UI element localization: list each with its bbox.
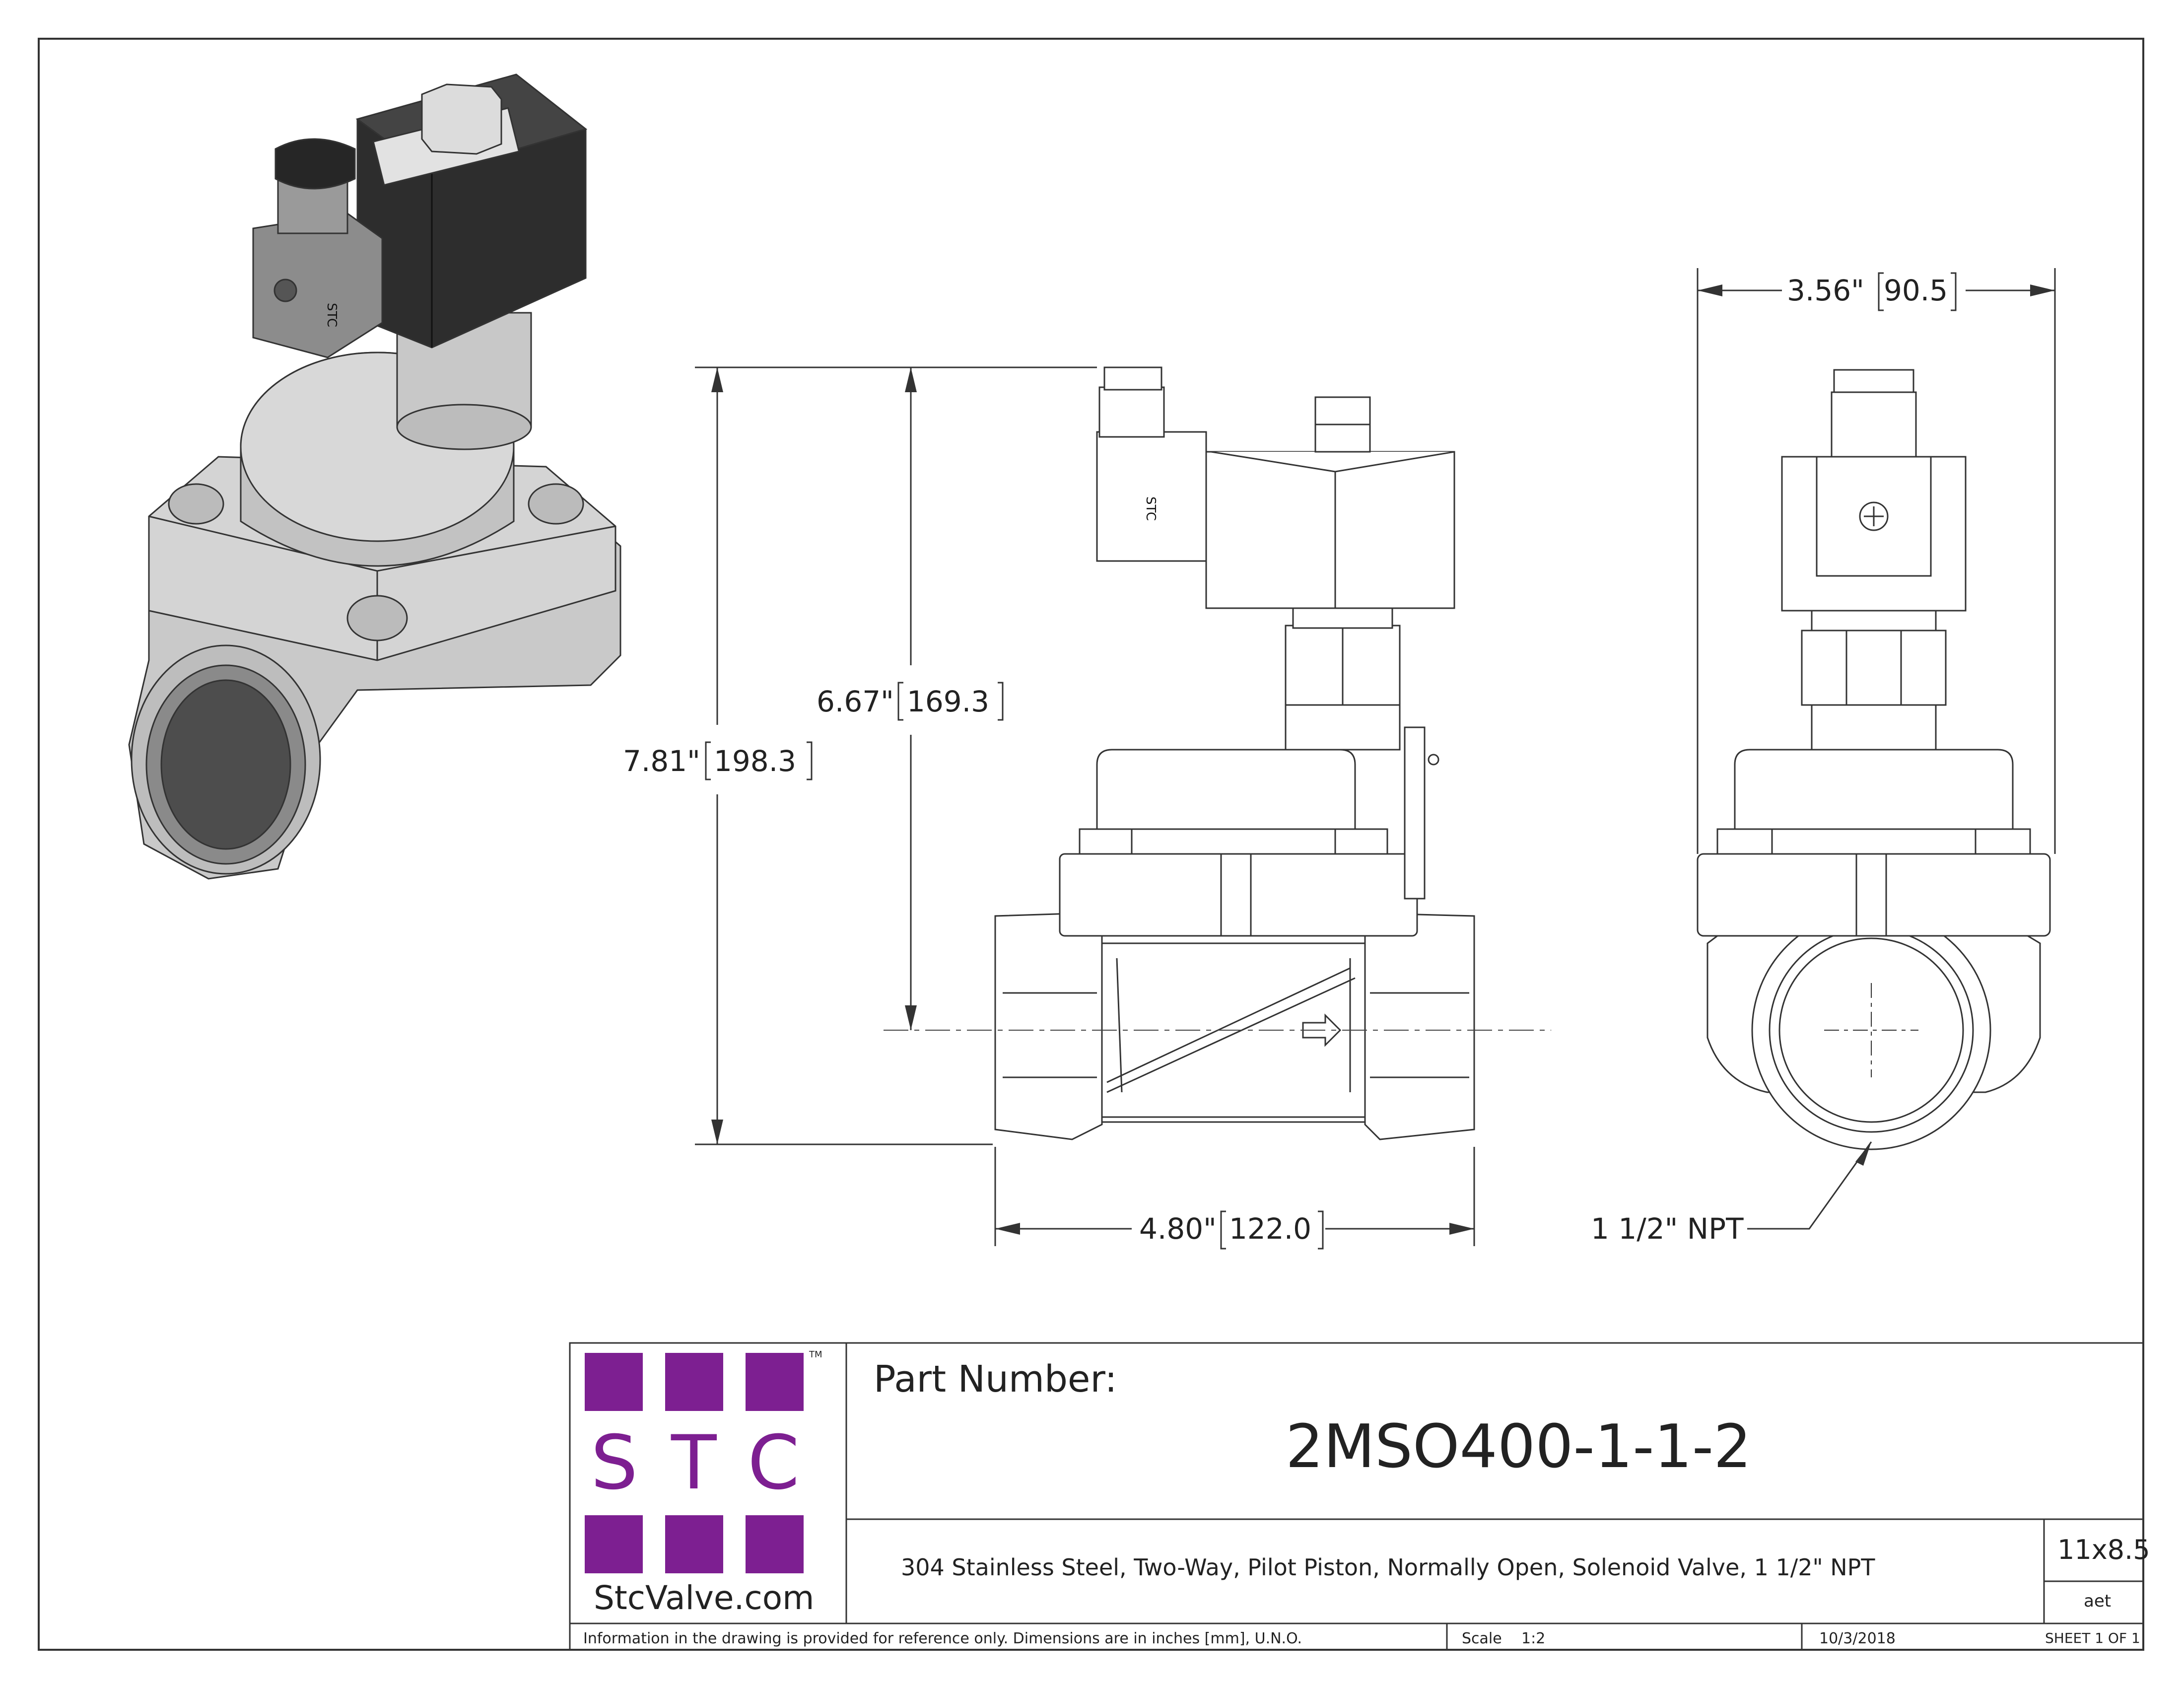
logo-square: [585, 1353, 643, 1411]
front-view: [994, 366, 1475, 1140]
dim-width-inch: 3.56": [1787, 274, 1864, 307]
dim-overall-height-inch: 7.81": [623, 744, 700, 778]
reference-note: Information in the drawing is provided f…: [583, 1630, 1302, 1647]
logo-tm: TM: [809, 1349, 822, 1360]
logo-letter-c: C: [748, 1420, 800, 1506]
part-number-label: Part Number:: [874, 1358, 1117, 1401]
isometric-view: [128, 73, 621, 880]
logo-letter-s: S: [591, 1420, 638, 1506]
logo-square: [665, 1515, 723, 1573]
dim-width-mm: 90.5: [1884, 274, 1948, 307]
dimension-lines: [695, 268, 2056, 1250]
side-view: [1697, 369, 2051, 1150]
title-block-frame: [569, 1342, 2144, 1651]
sheet-number: SHEET 1 OF 1: [2045, 1630, 2140, 1646]
dimension-arrows: [711, 284, 2055, 1235]
dim-length-inch: 4.80": [1139, 1212, 1217, 1246]
dim-height-to-cl-inch: 6.67": [817, 685, 894, 718]
front-stamp-text: STC: [1143, 496, 1158, 521]
dim-length-mm: 122.0: [1229, 1212, 1311, 1246]
logo-letter-t: T: [671, 1420, 717, 1506]
dim-height-to-cl-mm: 169.3: [907, 685, 989, 718]
part-number: 2MSO400-1-1-2: [1286, 1412, 1752, 1481]
scale-value: 1:2: [1521, 1630, 1546, 1647]
dim-overall-height-mm: 198.3: [714, 744, 796, 778]
iso-stamp-text: STC: [324, 303, 339, 327]
logo-website[interactable]: StcValve.com: [594, 1579, 815, 1617]
logo-square: [746, 1353, 804, 1411]
drawing-date: 10/3/2018: [1819, 1630, 1896, 1647]
logo-square: [665, 1353, 723, 1411]
scale-label: Scale: [1462, 1630, 1502, 1647]
sheet-size: 11x8.5: [2057, 1534, 2150, 1565]
logo-square: [585, 1515, 643, 1573]
port-callout: 1 1/2" NPT: [1591, 1212, 1744, 1246]
logo-square: [746, 1515, 804, 1573]
drawn-by: aet: [2084, 1591, 2112, 1611]
part-description: 304 Stainless Steel, Two-Way, Pilot Pist…: [901, 1554, 1875, 1581]
